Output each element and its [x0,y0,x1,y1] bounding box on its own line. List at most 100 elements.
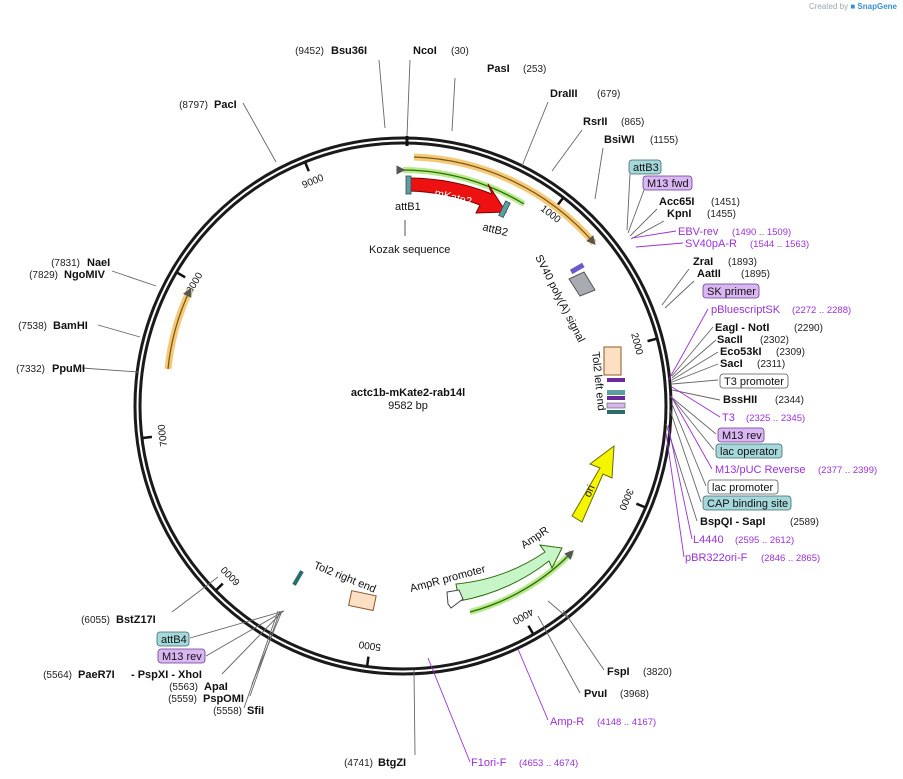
ppumi-name[interactable]: PpuMI [52,363,85,375]
m13rev-box[interactable]: M13 rev [717,427,765,443]
primer-leader-line [667,424,693,540]
cap-box[interactable]: CAP binding site [702,495,792,511]
bsu36i-name[interactable]: Bsu36I [331,45,367,57]
leader-line [671,379,719,385]
tick-mark [527,625,534,635]
tol2-left-marker-2 [607,390,625,395]
credit-prefix: Created by [808,2,849,11]
leader-line [671,339,717,379]
apai-name[interactable]: ApaI [204,681,228,693]
eco53ki-name[interactable]: Eco53kI [720,346,762,358]
ampr-feature-arrow[interactable] [455,544,563,602]
draiii-name[interactable]: DraIII [550,88,578,100]
tol2-left-feature[interactable] [603,346,622,376]
green-feature-arc-2-line [469,550,574,613]
eco53ki-pos: (2309) [776,347,805,358]
eagi-name[interactable]: EagI - NotI [715,322,769,334]
pspomi-name[interactable]: PspOMI [203,693,244,705]
sfii-name[interactable]: SfiI [247,705,264,717]
skprimer-box[interactable]: SK primer [702,283,760,299]
bstz17i-name[interactable]: BstZ17I [116,614,156,626]
zrai-name[interactable]: ZraI [693,256,713,268]
bamhi-name[interactable]: BamHI [53,320,88,332]
m13fwd-box[interactable]: M13 fwd [642,175,693,191]
sacii-pos: (2302) [760,335,789,346]
leader-line [97,324,141,338]
lacpromoter-box-label: lac promoter [712,482,773,494]
btgzi-name[interactable]: BtgZI [378,757,406,769]
kpni-name[interactable]: KpnI [667,208,691,220]
bsiwi-name[interactable]: BsiWI [604,134,635,146]
pbluescriptsk-name[interactable]: pBluescriptSK [711,304,781,316]
ori-feature-arrow[interactable] [571,444,615,523]
ppumi-pos: (7332) [16,364,45,375]
paer7i-pos: (5564) [43,670,72,681]
fspi-name[interactable]: FspI [607,666,630,678]
aatii-name[interactable]: AatII [697,268,721,280]
aatii-pos: (1895) [741,269,770,280]
paci-pos: (8797) [179,100,208,111]
sv40-polya-feature[interactable] [568,271,596,297]
paci-name[interactable]: PacI [214,99,237,111]
tick-mark [647,337,657,343]
ampr-primer-name[interactable]: Amp-R [550,716,584,728]
l4440-pos: (2595 .. 2612) [735,535,794,546]
tol2-left-marker-1 [607,378,625,382]
tick-mark [635,502,646,509]
bsshii-pos: (2344) [775,395,804,406]
leader-line [664,280,695,309]
t3-name[interactable]: T3 [722,412,735,424]
pbr322-pos: (2846 .. 2865) [761,553,820,564]
sacii-name[interactable]: SacII [717,334,743,346]
bstz17i-pos: (6055) [81,615,110,626]
leader-line [547,600,569,619]
l4440-name[interactable]: L4440 [693,534,724,546]
m13rev2-box-label: M13 rev [162,651,202,663]
pasi-name[interactable]: PasI [487,63,510,75]
leader-line [629,208,658,237]
paer7i-name[interactable]: PaeR7I [78,669,115,681]
attb2-marker[interactable] [498,200,511,219]
ampr-promoter-arrow[interactable] [446,589,464,609]
leader-line [243,610,279,709]
saci-name[interactable]: SacI [720,358,743,370]
leader-line [171,576,219,613]
lacpromoter-box[interactable]: lac promoter [707,479,779,495]
leader-line [671,363,719,383]
orange-feature-arc-2-line [167,287,192,370]
acc65i-pos: (1451) [711,197,740,208]
kozak-label: Kozak sequence [369,244,450,256]
ebvrev-name[interactable]: EBV-rev [678,226,719,238]
t3-pos: (2325 .. 2345) [746,413,805,424]
tol2-right-feature[interactable] [348,590,377,612]
attb4-box[interactable]: attB4 [156,631,190,647]
bspqi-name[interactable]: BspQI - SapI [700,516,765,528]
ebvrev-pos: (1490 .. 1509) [732,227,791,238]
draiii-pos: (679) [597,89,620,100]
sv40par-name[interactable]: SV40pA-R [685,238,737,250]
acc65i-name[interactable]: Acc65I [659,196,694,208]
attb1-marker[interactable] [405,175,412,195]
pvui-name[interactable]: PvuI [584,688,607,700]
m13rev2-box[interactable]: M13 rev [157,648,206,664]
ngomiv-name[interactable]: NgoMIV [64,269,106,281]
bsshii-name[interactable]: BssHII [723,394,757,406]
pvui-pos: (3968) [620,689,649,700]
rsrii-name[interactable]: RsrII [583,116,607,128]
naei-name[interactable]: NaeI [87,257,110,269]
snapgene-credit: Created by ■ SnapGene [809,2,897,11]
tol2-right-label: Tol2 right end [312,560,378,596]
backbone-inner [138,141,668,671]
ncoi-name[interactable]: NcoI [413,45,437,57]
pbr322-name[interactable]: pBR322ori-F [685,552,748,564]
orange-feature-arc-2[interactable] [164,288,194,370]
paer7i-rest[interactable]: - PspXI - XhoI [131,669,202,681]
primer-leader-line [667,308,709,382]
attb3-box[interactable]: attB3 [628,159,662,175]
f1ori-name[interactable]: F1ori-F [471,757,507,769]
leader-line [626,173,631,231]
lacoperator-box[interactable]: lac operator [715,443,783,459]
m13puc-name[interactable]: M13/pUC Reverse [715,464,805,476]
t3promoter-box[interactable]: T3 promoter [719,373,789,389]
